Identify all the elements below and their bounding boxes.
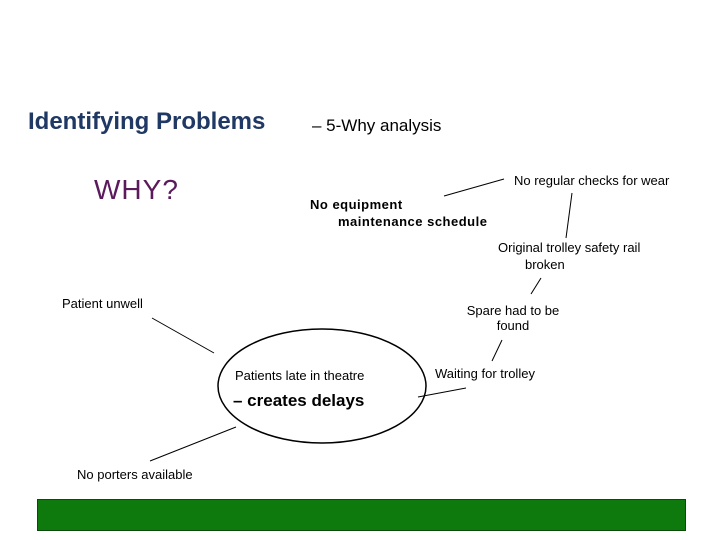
cause-spare-found-line2: found	[496, 318, 530, 333]
footer-bar	[37, 499, 686, 531]
cause-spare-found-line1: Spare had to be	[466, 303, 560, 318]
title-subtitle: – 5-Why analysis	[312, 116, 442, 135]
connector-rail-broken	[530, 277, 542, 295]
connector-no-schedule	[443, 178, 505, 197]
cause-rail-broken-line2: broken	[525, 257, 565, 272]
connector-no-porters	[149, 426, 237, 462]
cause-no-schedule-line1: No equipment	[310, 197, 403, 212]
cause-no-porters: No porters available	[77, 467, 193, 482]
cause-no-checks: No regular checks for wear	[514, 173, 670, 188]
central-problem-line2: – creates delays	[233, 391, 365, 410]
central-problem-line1: Patients late in theatre	[235, 368, 365, 383]
connector-patient-unwell	[151, 317, 215, 354]
cause-no-schedule-line2: maintenance schedule	[338, 214, 488, 229]
connector-no-checks	[565, 192, 573, 239]
cause-spare-found: Spare had to be found	[450, 303, 576, 333]
cause-waiting-trolley: Waiting for trolley	[435, 366, 535, 381]
title-main: Identifying Problems	[28, 108, 266, 135]
cause-rail-broken-line1: Original trolley safety rail	[498, 240, 641, 255]
why-label: WHY?	[94, 174, 179, 205]
connector-waiting-trolley	[417, 387, 467, 398]
central-problem-ellipse	[217, 328, 427, 444]
cause-patient-unwell: Patient unwell	[62, 296, 143, 311]
connector-spare-found	[491, 339, 503, 362]
